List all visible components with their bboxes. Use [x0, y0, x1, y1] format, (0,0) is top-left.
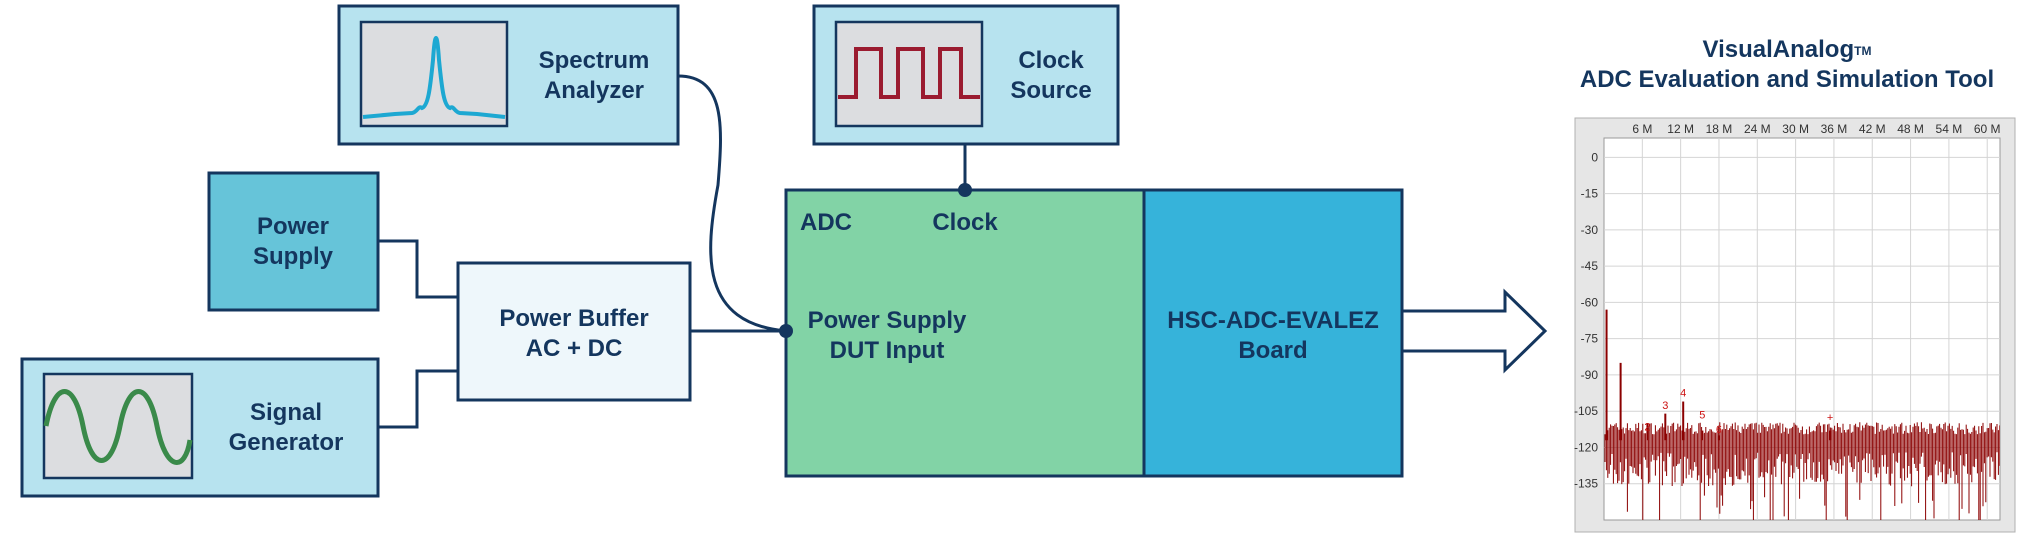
spectrum-analyzer-block: Spectrum Analyzer [337, 4, 680, 146]
trademark-mark: TM [1854, 44, 1871, 58]
signal-generator-label-line2: Generator [229, 429, 344, 456]
adc-input-label-line2: DUT Input [830, 337, 945, 364]
tool-name: VisualAnalog [1703, 36, 1855, 63]
adc-label: ADC [800, 209, 852, 236]
fft-harmonic-label: 6 [1716, 424, 1722, 436]
clock-screen [834, 20, 984, 128]
adc-block: ADC Clock Power Supply DUT Input [784, 188, 1146, 478]
power-supply-wire [378, 239, 458, 299]
fft-noise-floor [1604, 422, 2000, 520]
fft-harmonic-label: + [1827, 412, 1833, 424]
fft-x-tick-label: 60 M [1974, 122, 2001, 136]
fft-x-tick-label: 54 M [1936, 122, 1963, 136]
fft-x-tick-label: 24 M [1744, 122, 1771, 136]
spectrum-analyzer-wire [677, 74, 787, 333]
board-label-line2: Board [1238, 337, 1307, 364]
fft-harmonic-label: 2 [1644, 422, 1650, 434]
board-label-line1: HSC-ADC-EVALEZ [1167, 307, 1379, 334]
spectrum-trace-icon [362, 35, 506, 119]
fft-x-tick-label: 6 M [1632, 122, 1652, 136]
fft-harmonic-label: 5 [1699, 409, 1705, 421]
power-supply-label-line2: Supply [253, 243, 334, 270]
fft-y-tick-label: -135 [1574, 477, 1598, 491]
fft-x-tick-label: 42 M [1859, 122, 1886, 136]
fft-y-ticks: 0 -15 -30 -45 -60 -75 -90 -105 -120 -135 [1574, 150, 1598, 490]
fft-y-tick-label: 0 [1591, 150, 1598, 164]
clock-source-label-line2: Source [1010, 77, 1091, 104]
power-buffer-label-line1: Power Buffer [499, 305, 648, 332]
spectrum-analyzer-label-line2: Analyzer [544, 77, 644, 104]
fft-x-ticks: 6 M 12 M 18 M 24 M 30 M 36 M 42 M 48 M 54 M 60 M [1632, 122, 2000, 136]
fft-harmonic-label: 4 [1680, 388, 1686, 400]
signal-generator-label-line1: Signal [250, 399, 322, 426]
adc-clock-label: Clock [932, 209, 998, 236]
spectrum-analyzer-label-line1: Spectrum [539, 47, 650, 74]
signal-generator-wire [378, 369, 458, 429]
power-supply-label-line1: Power [257, 213, 329, 240]
tool-title: VisualAnalogTM ADC Evaluation and Simula… [1580, 36, 1994, 93]
fft-y-tick-label: -105 [1574, 404, 1598, 418]
adc-input-label-line1: Power Supply [808, 307, 967, 334]
fft-y-tick-label: -75 [1581, 332, 1599, 346]
fft-annotations: 234 56 + [1644, 388, 1833, 436]
power-buffer-block: Power Buffer AC + DC [456, 261, 692, 402]
fft-y-tick-label: -90 [1581, 368, 1599, 382]
fft-y-tick-label: -30 [1581, 223, 1599, 237]
fft-x-tick-label: 12 M [1667, 122, 1694, 136]
power-buffer-label-line2: AC + DC [526, 335, 623, 362]
fft-y-tick-label: -60 [1581, 295, 1599, 309]
fft-y-tick-label: -120 [1574, 440, 1598, 454]
fft-y-tick-label: -15 [1581, 187, 1599, 201]
clock-source-label-line1: Clock [1018, 47, 1084, 74]
fft-x-tick-label: 36 M [1821, 122, 1848, 136]
spectrum-screen [359, 20, 509, 128]
power-supply-block: Power Supply [207, 171, 380, 312]
sine-wave-icon [43, 389, 193, 465]
fft-x-tick-label: 48 M [1897, 122, 1924, 136]
clock-source-block: Clock Source [812, 4, 1120, 146]
fft-x-tick-label: 30 M [1782, 122, 1809, 136]
fft-harmonic-label: 3 [1662, 400, 1668, 412]
fft-x-tick-label: 18 M [1706, 122, 1733, 136]
square-wave-icon [838, 47, 980, 99]
clock-junction-dot [958, 183, 972, 197]
fft-spectrum-series [1604, 309, 2000, 520]
fft-y-tick-label: -45 [1581, 259, 1599, 273]
input-junction-dot [779, 324, 793, 338]
tool-title-line2: ADC Evaluation and Simulation Tool [1580, 66, 1994, 93]
connections [378, 74, 967, 429]
evaluation-board-block: HSC-ADC-EVALEZ Board [1142, 188, 1404, 478]
tool-title-line1: VisualAnalogTM [1703, 36, 1872, 63]
signal-generator-block: Signal Generator [20, 357, 380, 498]
output-arrow-icon [1400, 288, 1548, 374]
